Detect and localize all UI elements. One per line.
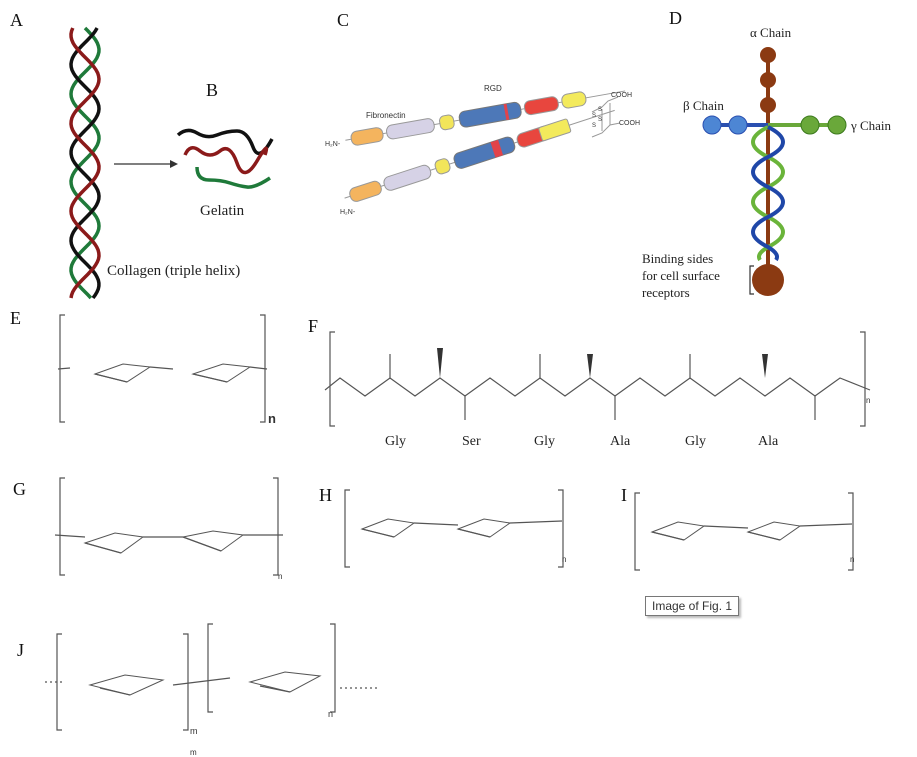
gelatin-caption: Gelatin [200,203,245,219]
gamma-node [827,115,847,135]
binding-site-node [752,264,784,296]
rgd-label: RGD [484,84,502,93]
panel-label-c: C [337,10,350,30]
fibronectin-diagram [344,90,626,202]
residue-label: Gly [385,434,406,449]
collagen-caption: Collagen (triple helix) [107,263,241,279]
binding-sides-line2: for cell surface [642,268,720,283]
helix-strand [69,26,101,300]
c-terminus-top: COOH [611,92,632,99]
disulfide-s1: S [598,107,603,113]
fibrinogen-diagram [702,47,847,296]
panel-label-g: G [13,479,26,499]
panel-label-i: I [621,485,627,505]
alpha-node [760,97,776,113]
helix-strand [69,27,101,299]
binding-sides-line1: Binding sides [642,251,714,266]
collagen-triple-helix [69,26,101,300]
residue-label: Ala [610,434,631,449]
alpha-chain-label: α Chain [750,25,792,40]
beta-chain-label: β Chain [683,98,724,113]
gamma-node [800,115,820,135]
binding-sides-line3: receptors [642,285,690,300]
silk-peptide-structure [324,331,871,427]
panel-label-j: J [17,640,25,660]
residue-labels: Gly Ser Gly Ala Gly Ala [370,434,870,454]
gelatin-strands [176,128,274,189]
beta-node [728,115,748,135]
alpha-node [760,72,776,88]
residue-label: Gly [685,434,706,449]
repeat-n-j: n [328,709,334,719]
panel-label-a: A [10,10,23,30]
n-terminus-bottom: H₂N- [340,209,356,216]
repeat-n-f: n [866,396,871,405]
helix-strand [69,27,101,300]
panel-label-e: E [10,308,21,328]
gamma-chain-label: γ Chain [851,118,892,133]
cellulose-structure [54,477,283,576]
disulfide-s4: S [592,123,597,129]
image-tooltip: Image of Fig. 1 [645,596,740,616]
alginate-structure [45,623,380,731]
panel-label-h: H [319,485,332,505]
repeat-m-j: m [190,748,197,757]
chitin-structure [344,489,564,568]
alpha-node [760,47,776,63]
hyaluronic-acid-structure [57,314,268,423]
n-terminus-top: H₂N- [325,141,341,148]
c-terminus-bottom: COOH [619,120,640,127]
repeat-n-i: n [850,555,855,564]
repeat-n-h: n [562,555,567,564]
chitosan-structure [634,492,854,571]
fibronectin-label: Fibronectin [366,111,406,120]
repeat-n-e: n [268,411,276,426]
panel-label-d: D [669,8,682,28]
disulfide-s3: S [592,113,597,119]
disulfide-s2: S [598,117,603,123]
residue-label: Ala [758,434,779,449]
residue-label: Gly [534,434,555,449]
arrow-icon [114,160,178,168]
repeat-m-j-label: m [190,726,198,736]
panel-label-f: F [308,316,319,336]
repeat-n-g: n [278,572,283,581]
panel-label-b: B [206,80,219,100]
beta-node [702,115,722,135]
residue-label: Ser [462,434,481,449]
